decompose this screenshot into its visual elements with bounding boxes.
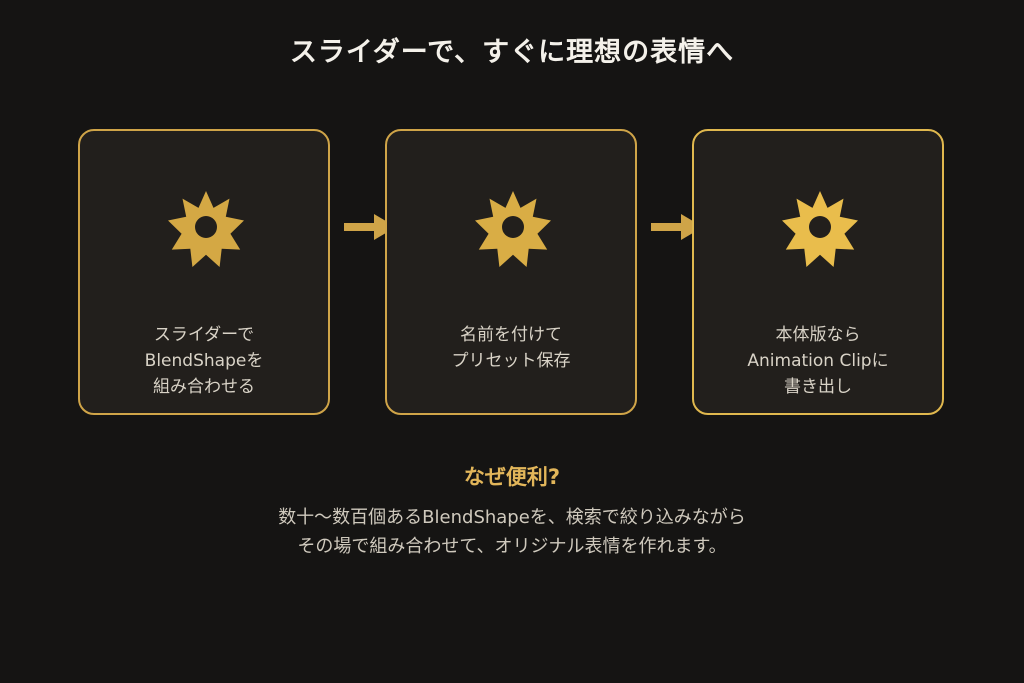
step-label-line: プリセット保存	[451, 351, 571, 371]
gear-icon	[475, 191, 551, 267]
step-label-line: BlendShapeを	[144, 351, 264, 371]
step-label-line: 書き出し	[784, 377, 852, 397]
step-label-line: Animation Clipに	[747, 351, 889, 371]
step-card-export: 本体版なら Animation Clipに 書き出し	[692, 129, 944, 415]
step-card-preset: 名前を付けて プリセット保存	[385, 129, 637, 415]
gear-icon	[168, 191, 244, 267]
step-label-line: 名前を付けて	[460, 325, 562, 345]
why-heading: なぜ便利?	[463, 465, 561, 489]
step-card-slider: スライダーで BlendShapeを 組み合わせる	[78, 129, 330, 415]
why-description-line: その場で組み合わせて、オリジナル表情を作れます。	[297, 536, 727, 557]
why-description: 数十〜数百個あるBlendShapeを、検索で絞り込みながら その場で組み合わせ…	[0, 503, 1024, 561]
step-label-line: 本体版なら	[775, 325, 861, 345]
gear-icon	[782, 191, 858, 267]
step-label-line: 組み合わせる	[153, 377, 255, 397]
step-label-line: スライダーで	[153, 325, 255, 345]
why-description-line: 数十〜数百個あるBlendShapeを、検索で絞り込みながら	[278, 507, 746, 528]
page-title: スライダーで、すぐに理想の表情へ	[289, 37, 735, 68]
